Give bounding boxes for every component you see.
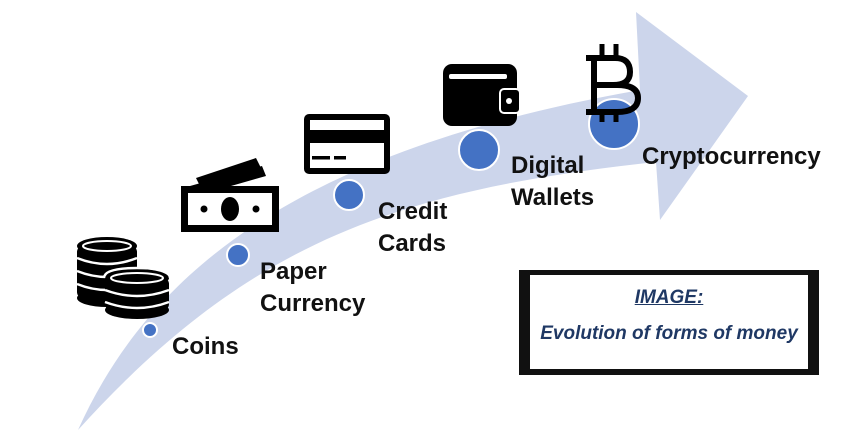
banknotes-icon bbox=[181, 158, 279, 232]
caption-panel: IMAGE: Evolution of forms of money bbox=[530, 275, 808, 369]
stage-dot-coins bbox=[142, 322, 158, 338]
bitcoin-icon bbox=[586, 44, 641, 122]
stage-dot-wallet bbox=[458, 129, 500, 171]
caption-text: Evolution of forms of money bbox=[540, 323, 798, 344]
stage-dot-credit bbox=[333, 179, 365, 211]
stage-label-cryptocurrency: Cryptocurrency bbox=[642, 143, 821, 170]
wallet-icon bbox=[443, 64, 521, 126]
growth-arrow bbox=[78, 12, 748, 430]
caption-box: IMAGE: Evolution of forms of money bbox=[519, 270, 819, 375]
stage-dot-paper bbox=[226, 243, 250, 267]
caption-title: IMAGE: bbox=[634, 287, 704, 308]
stage-label-coins: Coins bbox=[172, 333, 239, 360]
coins-stack-icon bbox=[76, 237, 172, 319]
credit-card-icon bbox=[304, 114, 390, 174]
